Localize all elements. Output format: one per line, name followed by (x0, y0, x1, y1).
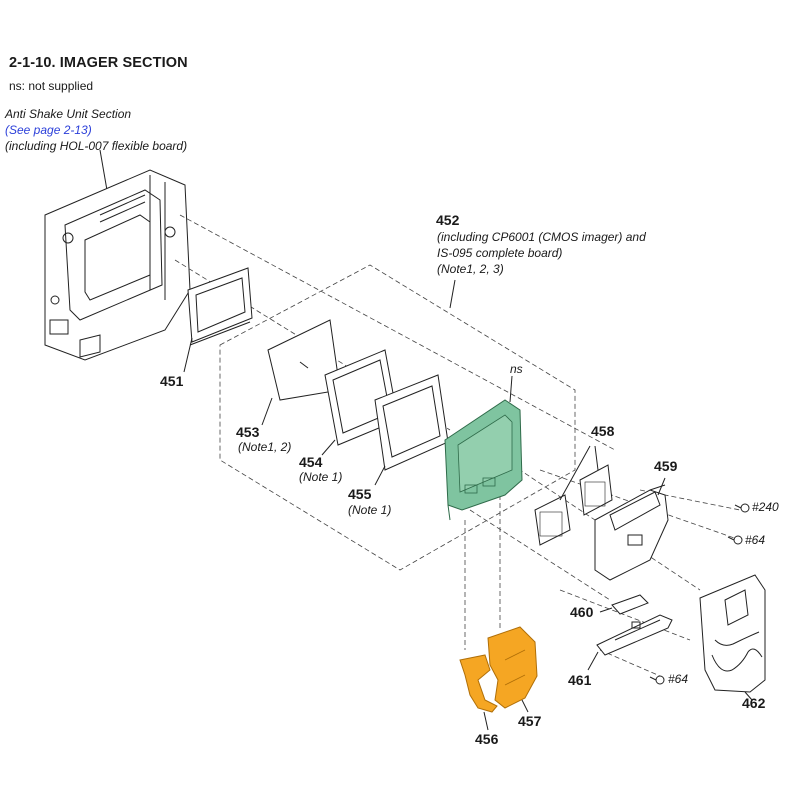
screw-64-upper (727, 535, 743, 545)
label-462: 462 (742, 695, 766, 711)
screw-64-lower (649, 675, 665, 685)
label-451: 451 (160, 373, 184, 389)
caption-452-line2: IS-095 complete board) (437, 246, 563, 260)
leader-452 (449, 279, 456, 309)
part-460-pad (611, 594, 649, 615)
part-457-bracket (487, 626, 538, 709)
part-459-bracket (594, 484, 669, 581)
label-453: 453 (236, 424, 260, 440)
label-screw-64-upper: #64 (745, 533, 766, 547)
part-462-flex (699, 574, 766, 693)
part-455-frame (374, 374, 449, 471)
anti-shake-caption: Anti Shake Unit Section (See page 2-13) … (5, 106, 187, 154)
label-459: 459 (654, 458, 678, 474)
note-453: (Note1, 2) (238, 440, 292, 454)
part-451-frame (187, 267, 253, 346)
note-454: (Note 1) (299, 470, 343, 484)
label-452: 452 (436, 212, 460, 228)
ns-label: ns (510, 362, 523, 376)
part-458-pads (534, 464, 613, 546)
page-title: 2-1-10. IMAGER SECTION (9, 55, 188, 71)
note-455: (Note 1) (348, 503, 392, 517)
label-458: 458 (591, 423, 615, 439)
label-457: 457 (518, 713, 542, 729)
caption-452-line3: (Note1, 2, 3) (437, 262, 504, 276)
screw-240 (734, 503, 750, 513)
label-screw-240: #240 (752, 500, 779, 514)
part-456-bracket (459, 654, 498, 713)
label-screw-64-lower: #64 (668, 672, 689, 686)
caption-452-line1: (including CP6001 (CMOS imager) and (437, 230, 646, 244)
see-page-link[interactable]: (See page 2-13) (5, 123, 92, 137)
label-460: 460 (570, 604, 594, 620)
caption-452: (including CP6001 (CMOS imager) and IS-0… (437, 229, 646, 277)
part-461-bracket (596, 614, 673, 656)
label-456: 456 (475, 731, 499, 747)
anti-shake-unit (44, 169, 191, 361)
label-461: 461 (568, 672, 592, 688)
assembly-452-box (219, 264, 576, 571)
part-452-board (444, 399, 523, 521)
label-454: 454 (299, 454, 323, 470)
ns-note: ns: not supplied (9, 79, 94, 93)
anti-shake-note: (including HOL-007 flexible board) (5, 139, 188, 153)
anti-shake-title: Anti Shake Unit Section (5, 107, 132, 121)
label-455: 455 (348, 486, 372, 502)
